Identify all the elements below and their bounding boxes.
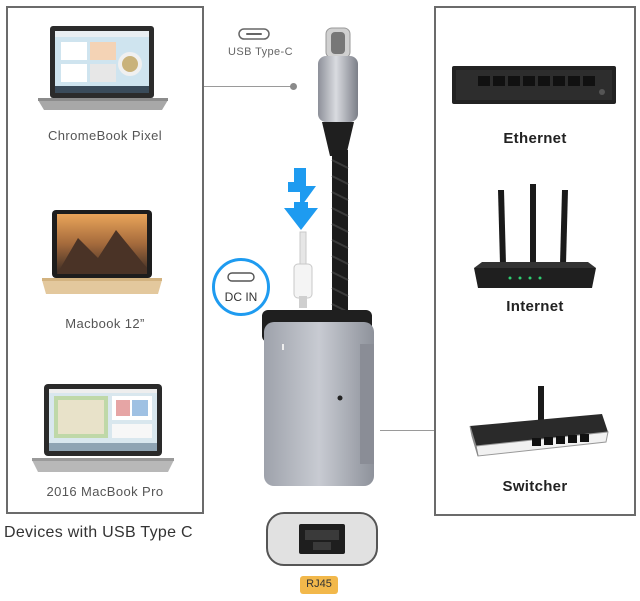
device-label-macbook-12: Macbook 12” (65, 316, 145, 331)
rj45-port-icon (266, 512, 378, 566)
power-arrow-icon (284, 168, 318, 230)
network-panel: Ethernet Internet Switcher (434, 6, 636, 516)
power-cable (293, 231, 313, 308)
dc-in-label: DC IN (224, 290, 258, 304)
connector-line-right (380, 430, 434, 431)
device-label-chromebook: ChromeBook Pixel (47, 128, 163, 143)
usb-c-port-icon (238, 28, 270, 40)
devices-caption: Devices with USB Type C (4, 524, 193, 541)
connector-dot (290, 83, 297, 90)
rj45-adapter-body (262, 310, 374, 486)
usb-type-c-label: USB Type-C (228, 46, 293, 58)
ethernet-label: Ethernet (503, 130, 567, 147)
connector-line-left (204, 86, 294, 87)
ethernet-switch-icon (452, 66, 616, 104)
devices-panel: ChromeBook Pixel Macbook 12” 2016 MacBoo (6, 6, 204, 514)
wifi-router-icon (474, 184, 596, 288)
switcher-label: Switcher (502, 478, 568, 495)
macbook-pro-laptop-icon (32, 384, 174, 472)
rj45-label: RJ45 (306, 578, 332, 590)
device-label-macbook-pro: 2016 MacBook Pro (46, 484, 164, 499)
rj45-badge: RJ45 (300, 576, 338, 594)
usb-c-port-small-icon (227, 272, 255, 282)
internet-label: Internet (506, 298, 564, 315)
ethernet-port-icon (299, 524, 345, 554)
chromebook-laptop-icon (38, 26, 168, 110)
usb-c-plug-icon (318, 27, 358, 156)
dc-in-bubble: DC IN (212, 258, 270, 316)
macbook-laptop-icon (42, 210, 162, 294)
switcher-device-icon (469, 386, 609, 457)
braided-cable (331, 150, 349, 320)
